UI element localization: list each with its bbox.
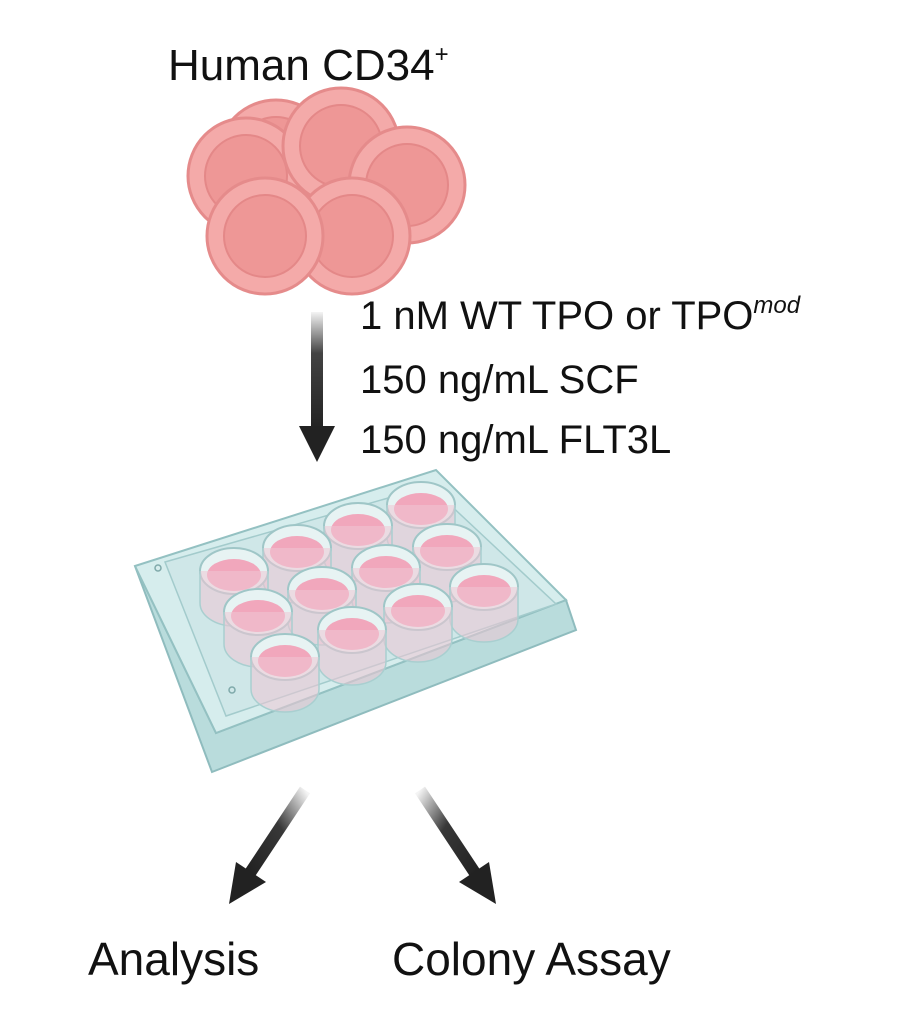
title-superscript: + — [434, 41, 449, 68]
well-plate-icon — [133, 468, 578, 774]
condition-flt3l: 150 ng/mL FLT3L — [360, 418, 672, 462]
condition-tpo-superscript: mod — [753, 292, 801, 319]
diagram-title: Human CD34+ — [168, 41, 449, 90]
cell-cluster-icon — [186, 86, 467, 296]
output-colony-assay: Colony Assay — [392, 933, 671, 985]
down-arrow-icon — [299, 312, 335, 462]
title-text: Human CD34 — [168, 41, 435, 90]
branch-arrow-left-icon — [229, 786, 311, 904]
condition-scf: 150 ng/mL SCF — [360, 358, 639, 402]
condition-tpo-text: 1 nM WT TPO or TPO — [360, 294, 754, 338]
output-analysis: Analysis — [88, 933, 260, 985]
condition-tpo: 1 nM WT TPO or TPOmod — [360, 294, 800, 338]
branch-arrow-right-icon — [414, 786, 496, 904]
